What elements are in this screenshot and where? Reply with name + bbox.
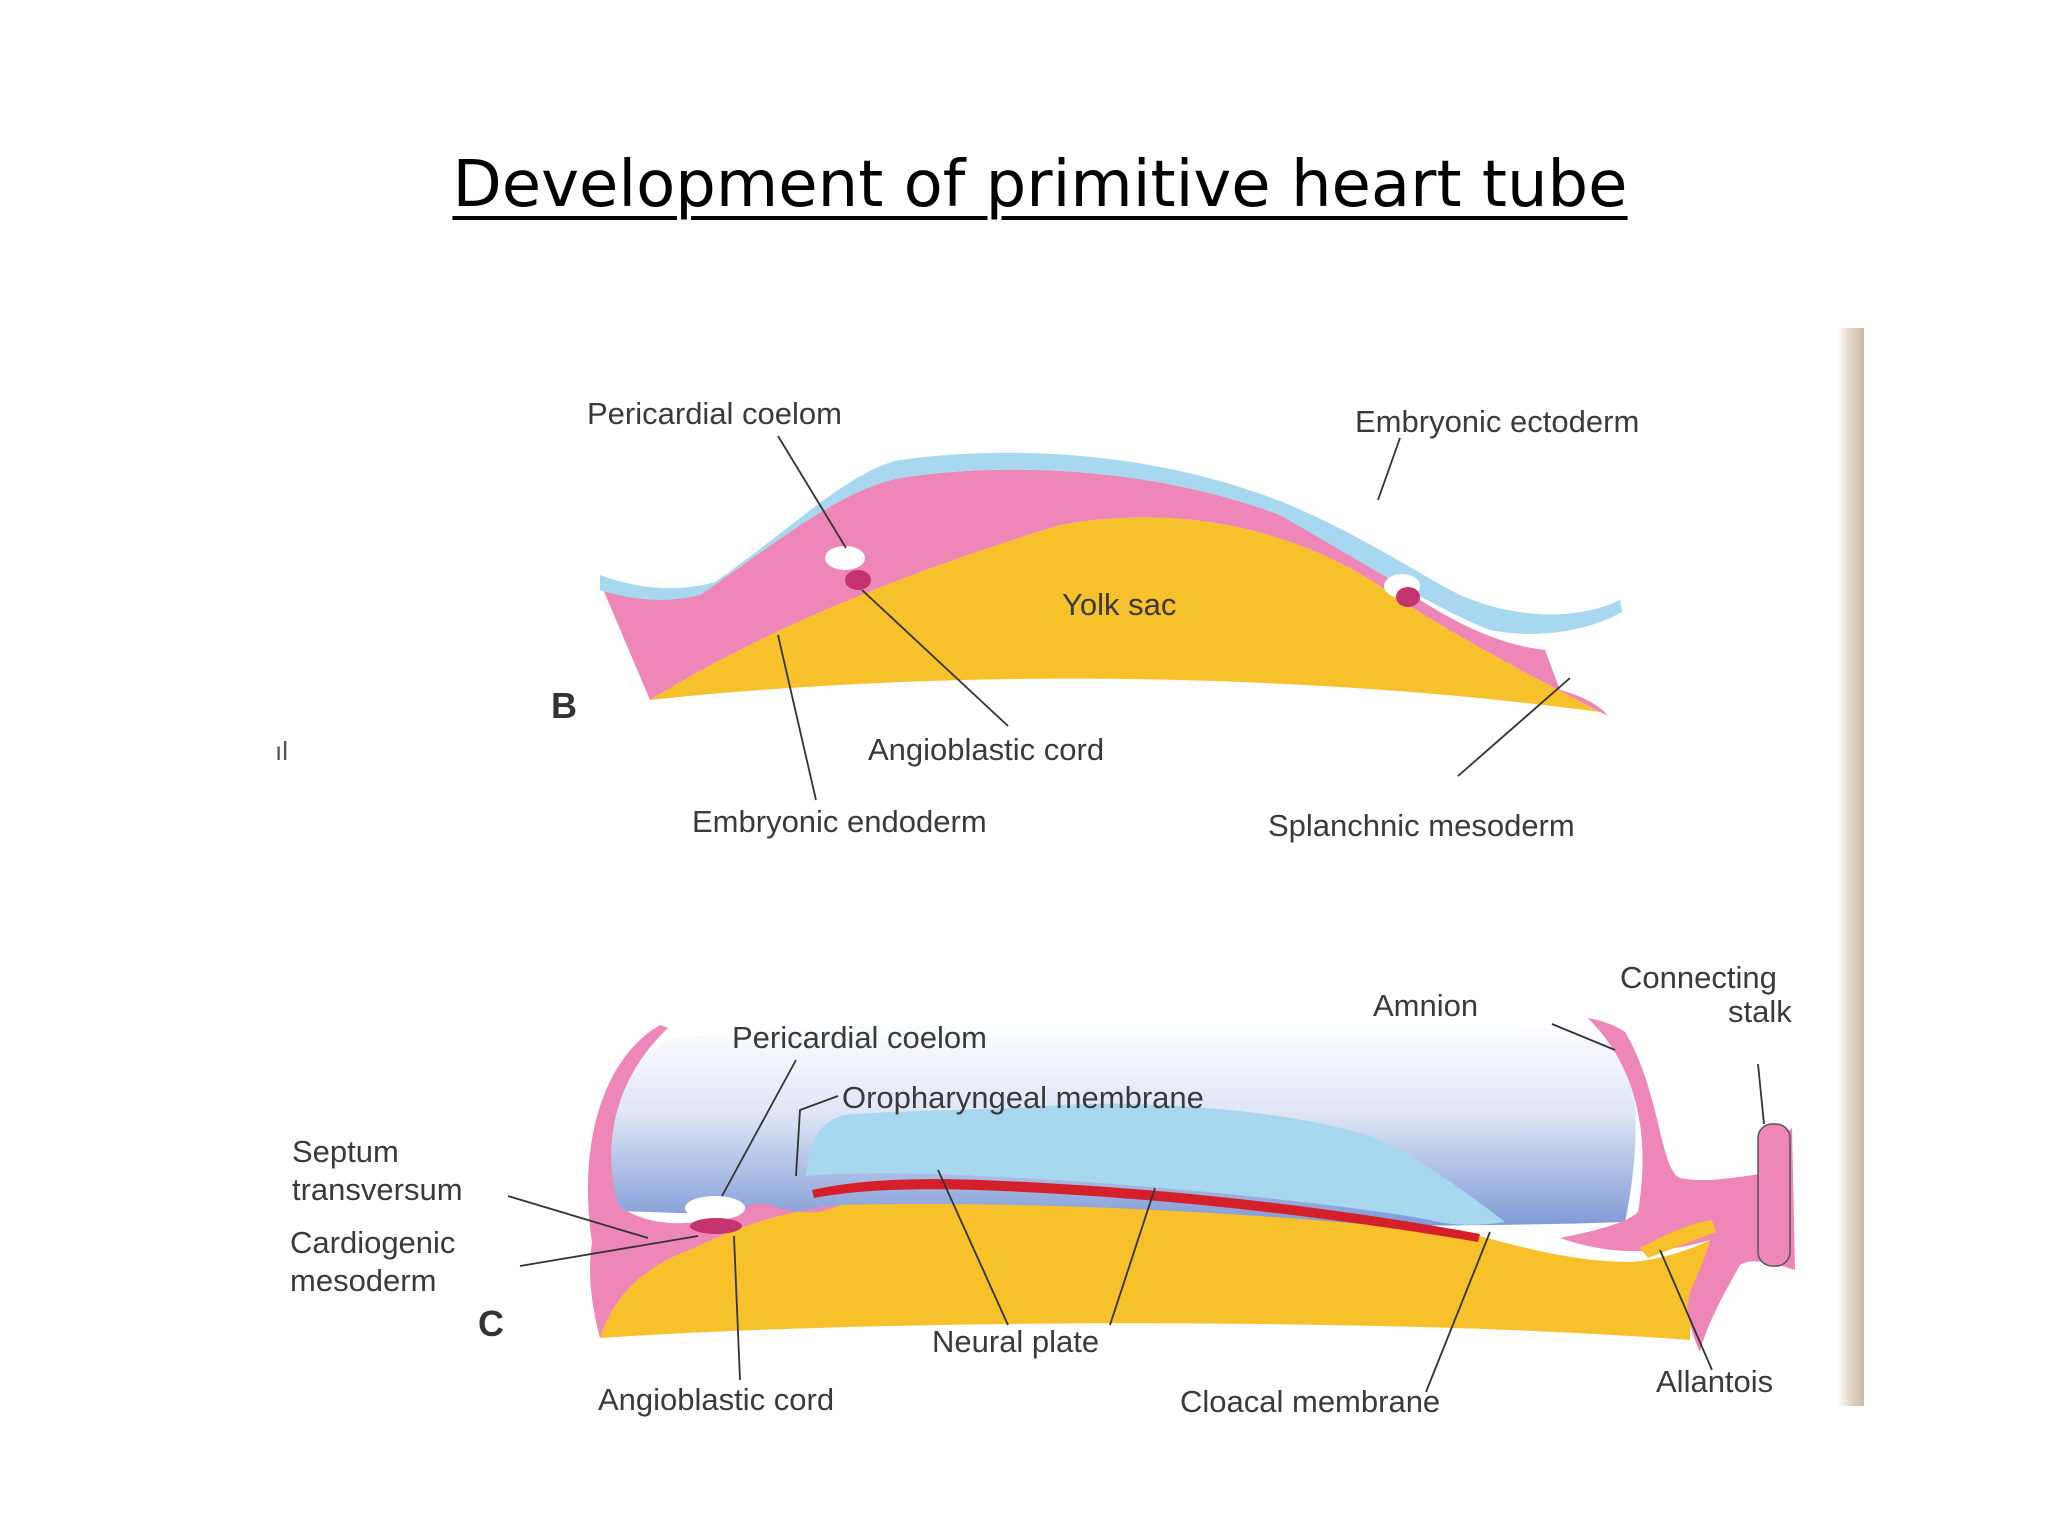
leader-b-embryonic-ectoderm [1377,437,1401,501]
label-b-embryonic-ectoderm: Embryonic ectoderm [1355,404,1639,439]
leader-c-neural-plate-left [937,1169,1009,1326]
panel-b-yolk-sac [650,517,1600,712]
label-c-amnion: Amnion [1373,988,1478,1023]
panel-b-angioblastic-cord-right [1396,587,1420,607]
leader-c-cloacal-membrane [1425,1231,1491,1393]
leader-c-neural-plate-right [1109,1187,1156,1326]
label-c-neural-plate: Neural plate [932,1324,1099,1359]
leader-c-allantois [1659,1249,1713,1371]
panel-b: Pericardial coelom Embryonic ectoderm Yo… [551,396,1639,843]
panel-b-angioblastic-cord-left [845,570,871,590]
panel-c-amnion-right [1560,1018,1795,1352]
panel-c-letter: C [478,1303,504,1344]
panel-c-allantois [1640,1220,1716,1258]
page-title: Development of primitive heart tube [0,148,2048,222]
label-c-pericardial-coelom: Pericardial coelom [732,1020,987,1055]
leader-b-angioblastic-cord [861,589,1009,727]
leader-b-embryonic-endoderm [777,634,817,801]
panel-c-neural-plate [812,1179,1480,1242]
panel-c-connecting-stalk [1757,1123,1791,1267]
panel-b-letter: B [551,685,577,726]
label-b-angioblastic-cord: Angioblastic cord [868,732,1104,767]
label-c-connecting-stalk-line2: stalk [1728,994,1792,1029]
label-c-connecting-stalk-line1: Connecting [1620,960,1777,995]
panel-c: Connecting stalk Amnion Pericardial coel… [290,960,1795,1419]
panel-c-angioblastic-cord [690,1218,742,1234]
scan-edge [1838,328,1864,1406]
leader-c-oropharyngeal-membrane [795,1095,839,1177]
label-b-yolk-sac: Yolk sac [1062,587,1176,622]
leader-c-angioblastic-cord [733,1235,741,1381]
panel-b-mesoderm [600,469,1608,716]
label-c-angioblastic-cord: Angioblastic cord [598,1382,834,1417]
leader-c-amnion [1551,1023,1616,1051]
leader-c-connecting-stalk [1757,1063,1765,1125]
label-c-allantois: Allantois [1656,1364,1773,1399]
label-c-septum-line1: Septum [292,1134,399,1169]
leader-c-pericardial-coelom [721,1059,797,1197]
panel-c-pericardial-coelom [685,1196,745,1220]
label-c-oropharyngeal-membrane: Oropharyngeal membrane [842,1080,1204,1115]
leader-c-cardiogenic-mesoderm [519,1235,699,1267]
page-title-text: Development of primitive heart tube [452,148,1628,222]
stray-mark: ıl [275,736,288,766]
panel-c-mesoderm [587,1025,840,1338]
leader-c-septum-transversum [507,1195,649,1239]
label-c-cardiogenic-line1: Cardiogenic [290,1225,455,1260]
label-b-pericardial-coelom: Pericardial coelom [587,396,842,431]
label-b-embryonic-endoderm: Embryonic endoderm [692,804,987,839]
label-c-cloacal-membrane: Cloacal membrane [1180,1384,1440,1419]
panel-b-ectoderm [600,452,1622,634]
label-b-splanchnic-mesoderm: Splanchnic mesoderm [1268,808,1575,843]
panel-c-yolk-sac [600,1204,1710,1340]
leader-b-splanchnic-mesoderm [1457,677,1571,777]
panel-c-ectoderm [806,1103,1505,1225]
label-c-septum-line2: transversum [292,1172,463,1207]
panel-b-pericardial-coelom-left [825,546,865,570]
label-c-cardiogenic-line2: mesoderm [290,1263,436,1298]
leader-b-pericardial-coelom [777,435,847,549]
